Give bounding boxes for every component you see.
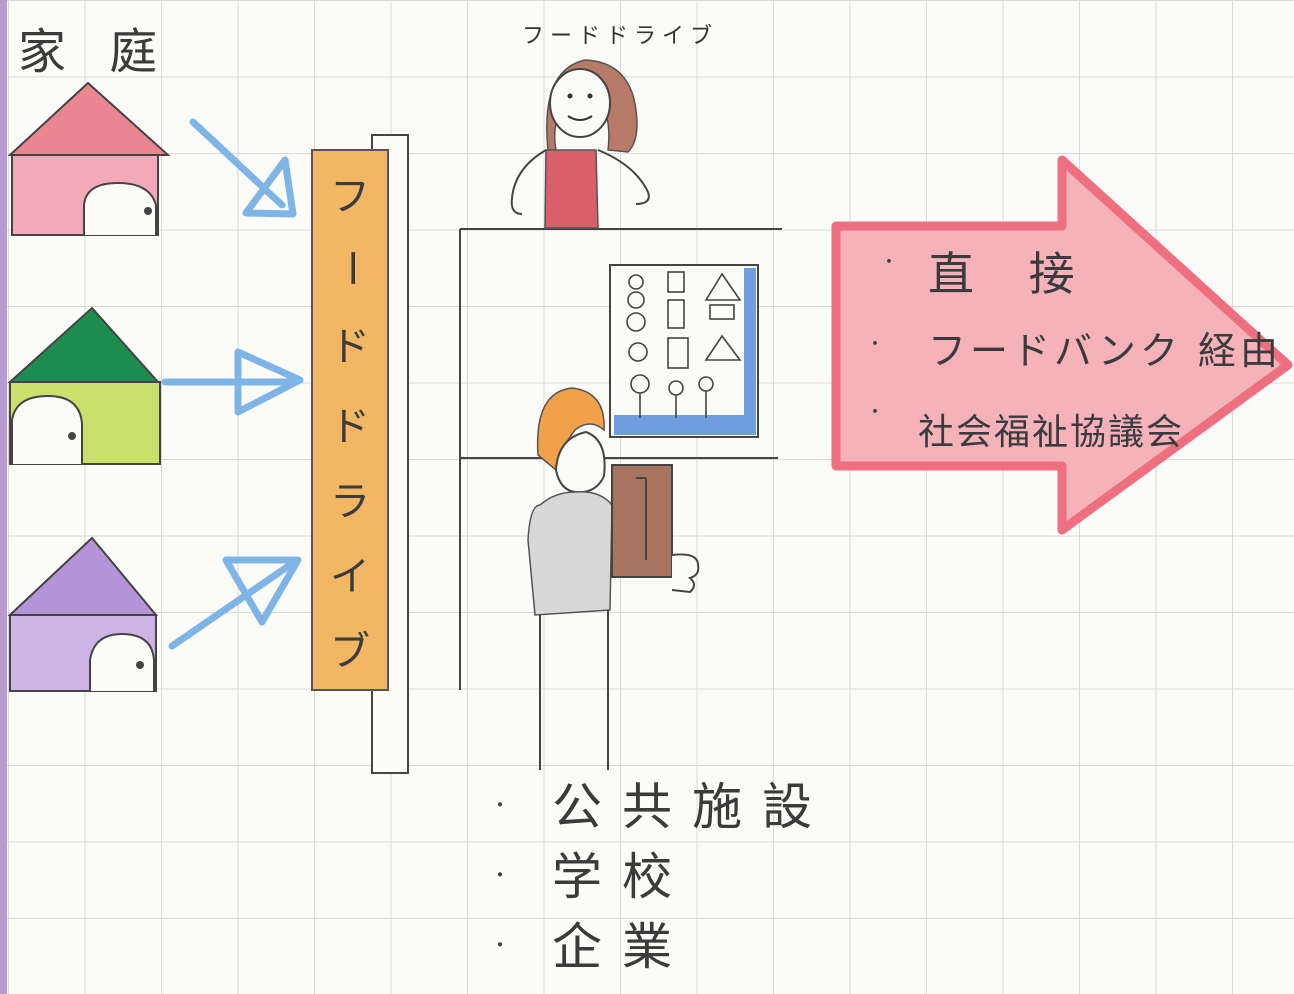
bullet: ・ bbox=[490, 932, 510, 957]
banner-char: ー bbox=[328, 248, 374, 288]
display-board bbox=[609, 264, 759, 438]
house-door bbox=[83, 181, 157, 235]
destination-item-foodbank: フードバンク 経由 bbox=[928, 329, 1282, 373]
destination-item-direct: 直 接 bbox=[928, 247, 1095, 301]
banner-char: ラ bbox=[330, 479, 370, 525]
bullet: ・ bbox=[490, 792, 510, 817]
banner-char: ド bbox=[330, 404, 370, 450]
arrow-blue-3 bbox=[168, 556, 302, 650]
big-red-arrow bbox=[831, 155, 1293, 535]
house-door bbox=[89, 632, 155, 691]
arrow-blue-1 bbox=[189, 118, 297, 218]
booth-title: フードドライブ bbox=[522, 24, 719, 49]
banner-char: ブ bbox=[330, 629, 370, 675]
list-item: ・ 公共施設 bbox=[490, 768, 832, 838]
house-green bbox=[7, 306, 161, 465]
torso bbox=[527, 491, 613, 616]
places-list: ・ 公共施設 ・ 学校 ・ 企業 bbox=[490, 768, 832, 978]
banner-char: フ bbox=[330, 174, 370, 220]
households-label: 家 庭 bbox=[18, 24, 172, 80]
banner-cloth bbox=[311, 149, 389, 691]
staff-volunteer bbox=[510, 59, 650, 229]
banner-char: ド bbox=[330, 324, 370, 370]
food-drive-banner: フ ー ド ド ラ イ ブ bbox=[311, 134, 409, 774]
donor-person bbox=[527, 387, 700, 770]
banner-char: イ bbox=[330, 554, 370, 600]
door-knob bbox=[144, 207, 152, 215]
svg-text:・: ・ bbox=[866, 402, 884, 423]
place-company: 企業 bbox=[552, 918, 692, 976]
house-roof bbox=[7, 536, 159, 616]
booth bbox=[459, 228, 782, 690]
arrow-blue-2 bbox=[161, 348, 304, 416]
place-public-facilities: 公共施設 bbox=[552, 778, 832, 836]
list-item: ・ 企業 bbox=[490, 908, 832, 978]
place-school: 学校 bbox=[552, 848, 692, 906]
notebook-margin-line bbox=[0, 0, 7, 994]
house-purple bbox=[7, 536, 159, 692]
destination-item-welfare: 社会福祉協議会 bbox=[918, 412, 1184, 453]
destination-list: ・ 直 接 ・ フードバンク 経由 ・ 社会福祉協議会 bbox=[866, 247, 1282, 453]
bullet: ・ bbox=[490, 862, 510, 887]
hand bbox=[671, 553, 700, 594]
house-pink bbox=[7, 81, 171, 236]
face bbox=[549, 68, 611, 138]
house-roof bbox=[7, 81, 171, 156]
door-knob bbox=[68, 432, 76, 440]
door-knob bbox=[136, 661, 144, 669]
carried-box bbox=[611, 464, 673, 578]
list-item: ・ 学校 bbox=[490, 838, 832, 908]
dress bbox=[544, 149, 599, 229]
house-door bbox=[11, 394, 83, 464]
house-roof bbox=[7, 306, 161, 383]
svg-text:・: ・ bbox=[880, 252, 898, 273]
svg-text:・: ・ bbox=[866, 334, 884, 355]
head bbox=[554, 430, 606, 494]
arm-right bbox=[597, 149, 650, 205]
arm-left bbox=[510, 149, 547, 215]
